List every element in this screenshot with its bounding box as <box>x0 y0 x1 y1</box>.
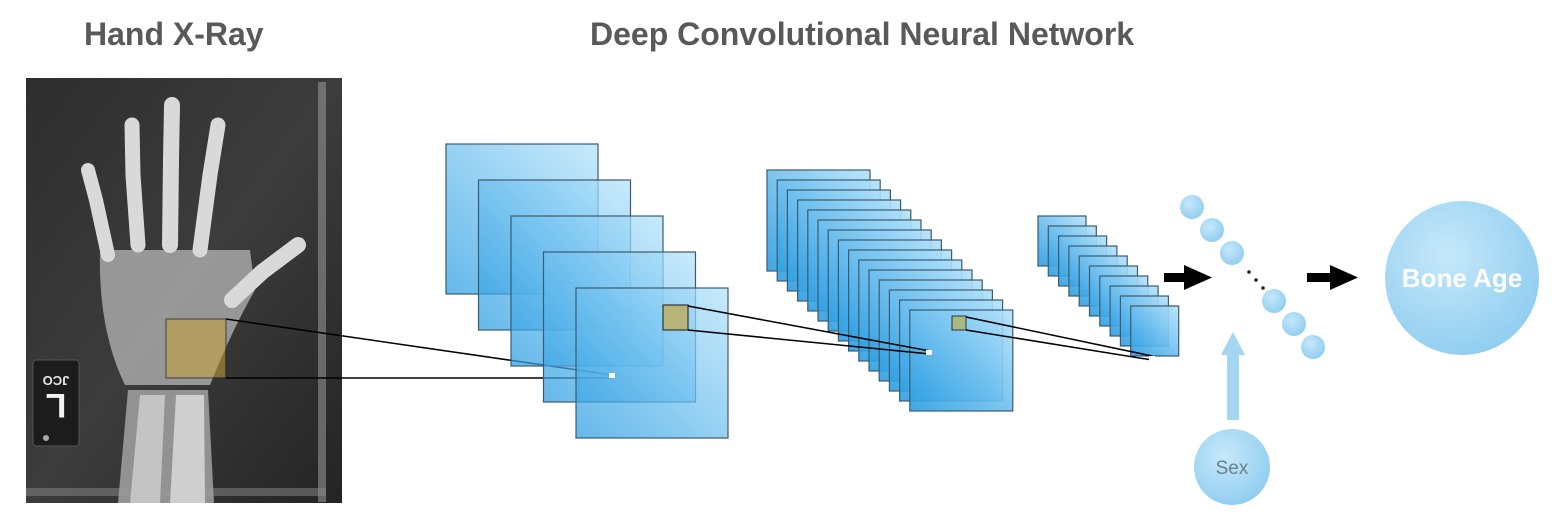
dense-layer <box>1180 195 1325 359</box>
feature-map <box>575 287 729 439</box>
cnn-heading: Deep Convolutional Neural Network <box>590 16 1135 52</box>
xray-initials-label: JCO <box>43 373 70 388</box>
bone-age-node <box>1385 201 1539 355</box>
dense-node <box>1301 335 1325 359</box>
hand-xray-image: JCO L <box>26 78 342 503</box>
dense-node <box>1220 241 1244 265</box>
sex-input-arrow <box>1221 332 1245 420</box>
sex-input-label: Sex <box>1216 458 1249 479</box>
conv-block-3 <box>1037 215 1180 357</box>
conv-target-2 <box>926 350 932 355</box>
dense-node <box>1282 312 1306 336</box>
output-arrow <box>1307 265 1358 290</box>
dense-node <box>1200 218 1224 242</box>
conv-block-1 <box>445 143 729 439</box>
conv-target-3 <box>1149 356 1155 361</box>
receptive-field-lines-3 <box>965 316 1153 361</box>
xray-side-label: L <box>46 386 67 424</box>
dense-node <box>1262 289 1286 313</box>
flatten-arrow <box>1164 265 1212 290</box>
receptive-field-lines-2 <box>687 305 931 355</box>
conv-patch-2 <box>951 315 967 331</box>
dense-node <box>1180 195 1204 219</box>
bone-age-label: Bone Age <box>1402 263 1522 293</box>
conv-block-2 <box>766 169 1014 412</box>
hand-xray-heading: Hand X-Ray <box>84 16 264 52</box>
conv-patch-1 <box>662 304 689 331</box>
ellipsis-dot <box>1254 278 1258 282</box>
ellipsis-dot <box>1247 270 1251 274</box>
feature-map <box>1130 305 1180 357</box>
ellipsis-dot <box>1261 286 1265 290</box>
sex-input-node <box>1194 429 1270 505</box>
conv-target-1 <box>609 373 615 378</box>
